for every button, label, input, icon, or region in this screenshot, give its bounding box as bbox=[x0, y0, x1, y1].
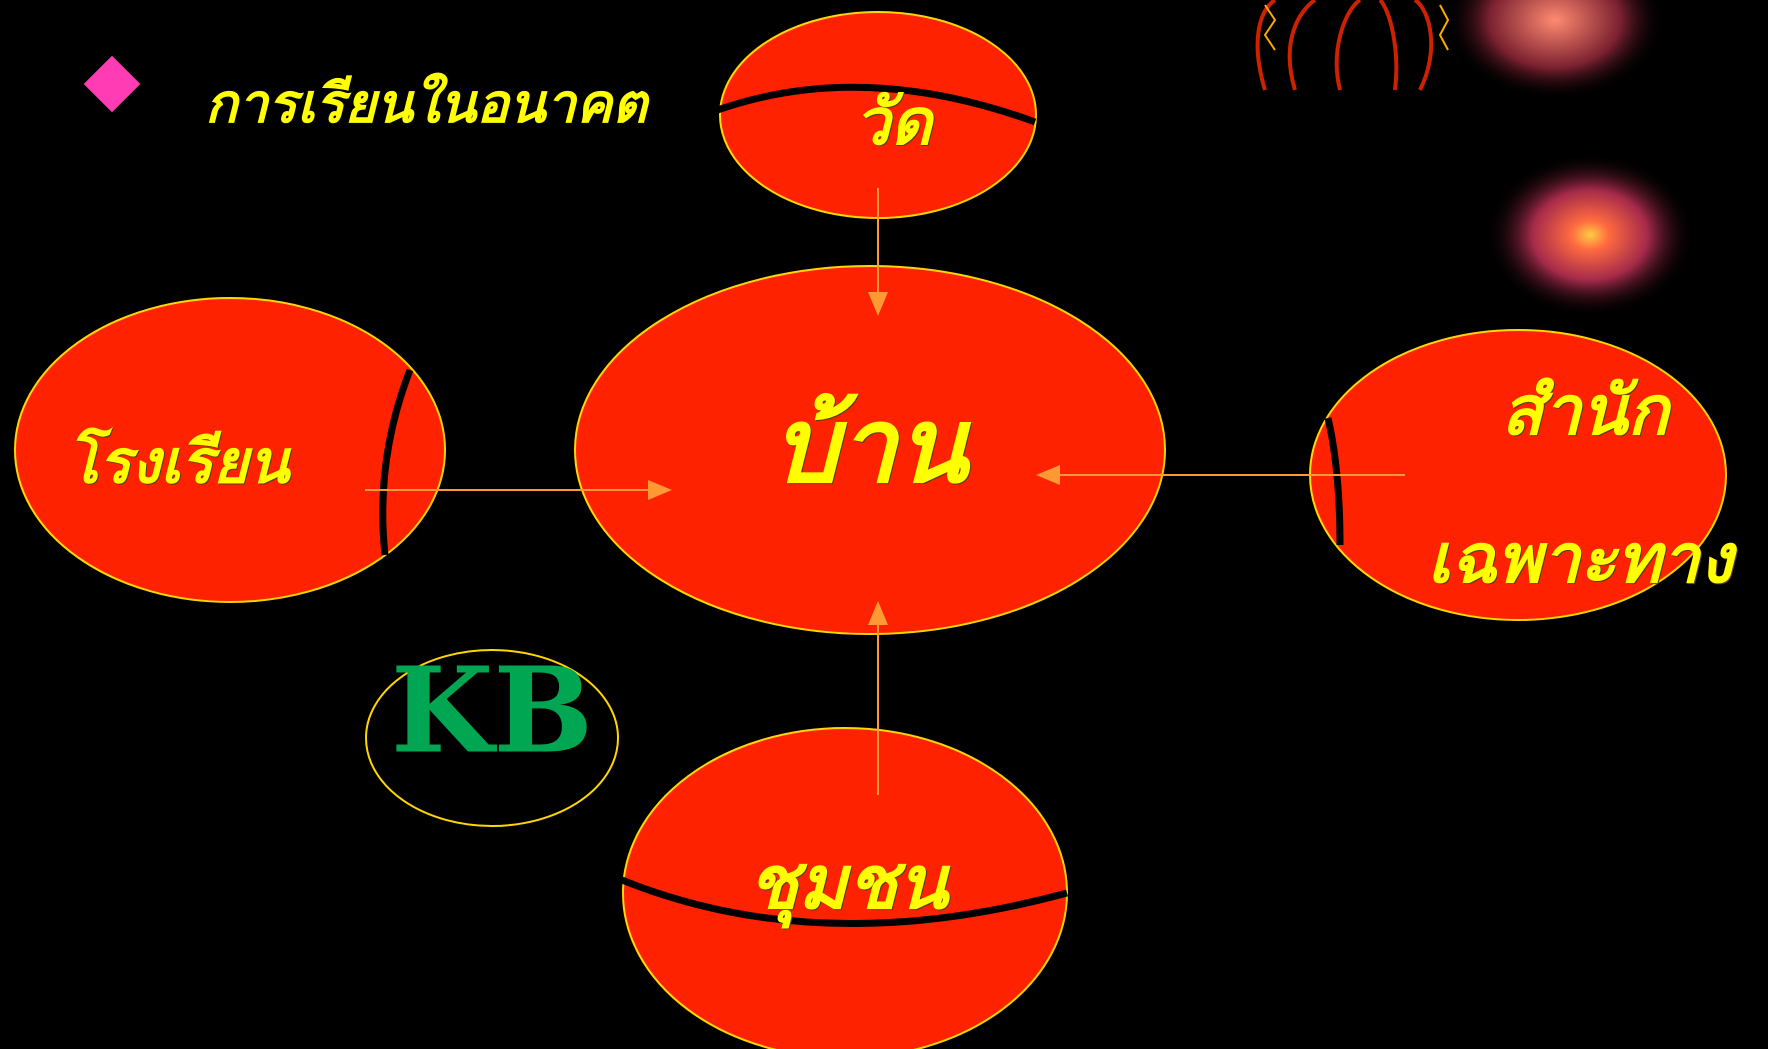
label-temple: วัด bbox=[854, 85, 932, 160]
kb-badge-label: KB bbox=[390, 640, 594, 780]
label-specialist-line2: เฉพาะทาง bbox=[1427, 519, 1733, 599]
label-school: โรงเรียน bbox=[66, 427, 290, 498]
community-arc bbox=[620, 876, 1068, 928]
slide-title: การเรียนในอนาคต bbox=[205, 71, 648, 135]
temple-arc bbox=[710, 83, 1037, 126]
decorative-lantern bbox=[1255, 0, 1665, 100]
label-specialist-line1: สำนัก bbox=[1501, 371, 1669, 451]
school-arc bbox=[379, 368, 414, 556]
node-home-ellipse bbox=[574, 265, 1166, 635]
decorative-glow-orb bbox=[1485, 153, 1695, 317]
node-school-ellipse bbox=[14, 297, 446, 603]
label-community: ชุมชน bbox=[748, 840, 948, 926]
label-home: บ้าน bbox=[772, 383, 968, 507]
kb-badge-ellipse bbox=[365, 649, 619, 827]
